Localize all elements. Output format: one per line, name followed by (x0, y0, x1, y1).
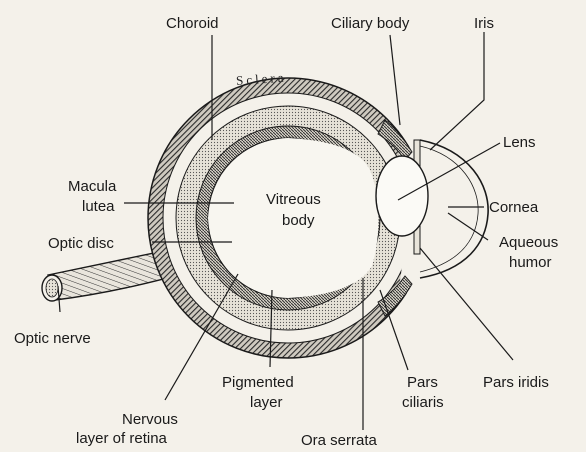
label-optic-disc: Optic disc (48, 235, 114, 252)
label-cornea: Cornea (489, 199, 539, 216)
lens (376, 156, 428, 236)
label-pigmented-2: layer (250, 394, 283, 411)
label-lens: Lens (503, 134, 536, 151)
label-nervous-2: layer of retina (76, 430, 168, 447)
label-macula-2: lutea (82, 198, 115, 215)
label-choroid: Choroid (166, 15, 219, 32)
label-ciliary-body: Ciliary body (331, 15, 410, 32)
label-macula-1: Macula (68, 178, 117, 195)
label-aqueous-1: Aqueous (499, 234, 558, 251)
label-optic-nerve: Optic nerve (14, 330, 91, 347)
label-pigmented-1: Pigmented (222, 374, 294, 391)
label-aqueous-2: humor (509, 254, 552, 271)
label-vitreous-1: Vitreous (266, 191, 321, 208)
label-pars-ciliaris-1: Pars (407, 374, 438, 391)
label-ora-serrata: Ora serrata (301, 432, 378, 449)
label-nervous-1: Nervous (122, 411, 178, 428)
label-iris: Iris (474, 15, 494, 32)
label-vitreous-2: body (282, 212, 315, 229)
label-pars-iridis: Pars iridis (483, 374, 549, 391)
label-pars-ciliaris-2: ciliaris (402, 394, 444, 411)
